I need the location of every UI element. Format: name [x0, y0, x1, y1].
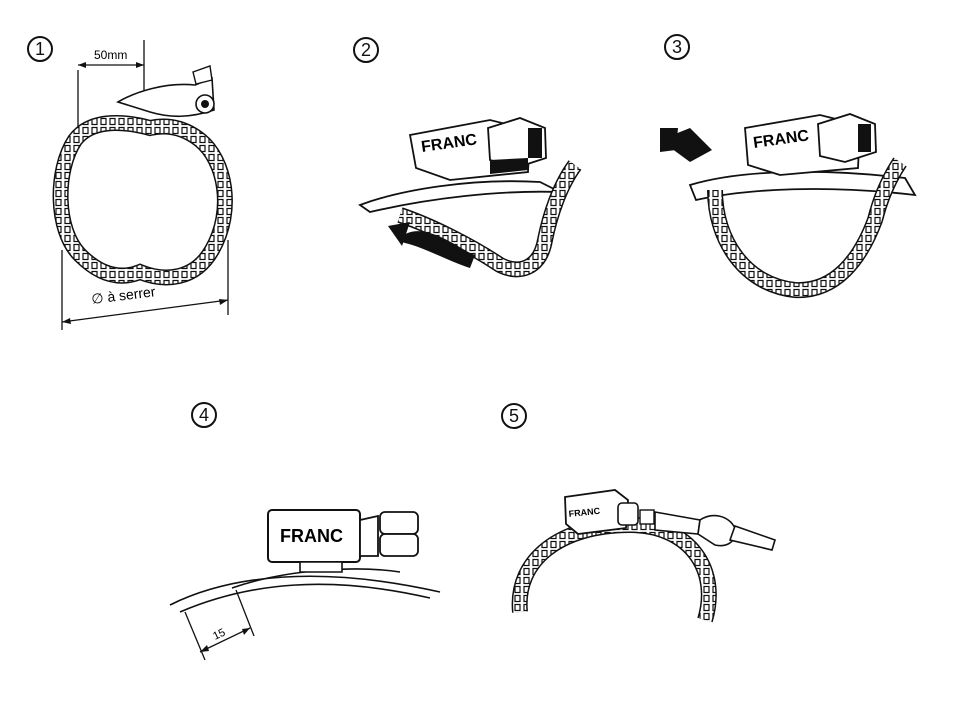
brand-label-step4: FRANC [280, 526, 343, 546]
step-number-4: 4 [191, 402, 217, 428]
step-number-2: 2 [353, 37, 379, 63]
step1-illustration: 50mm ∅ à serrer [52, 40, 233, 330]
step-number-1: 1 [27, 36, 53, 62]
step3-illustration: FRANC [660, 113, 917, 299]
width-dimension-label: 50mm [94, 48, 127, 62]
length-dimension-label: 15 [211, 627, 227, 643]
step2-illustration: FRANC [358, 117, 582, 278]
band-loop [52, 115, 233, 286]
step-number-3: 3 [664, 34, 690, 60]
step5-illustration: FRANC [511, 489, 776, 623]
screwdriver [639, 509, 776, 551]
diameter-label: ∅ à serrer [90, 283, 156, 307]
franc-housing-step5 [564, 489, 629, 535]
step4-illustration: FRANC 15 [169, 509, 441, 661]
brand-label-step5: FRANC [568, 506, 601, 519]
step-number-5: 5 [501, 403, 527, 429]
